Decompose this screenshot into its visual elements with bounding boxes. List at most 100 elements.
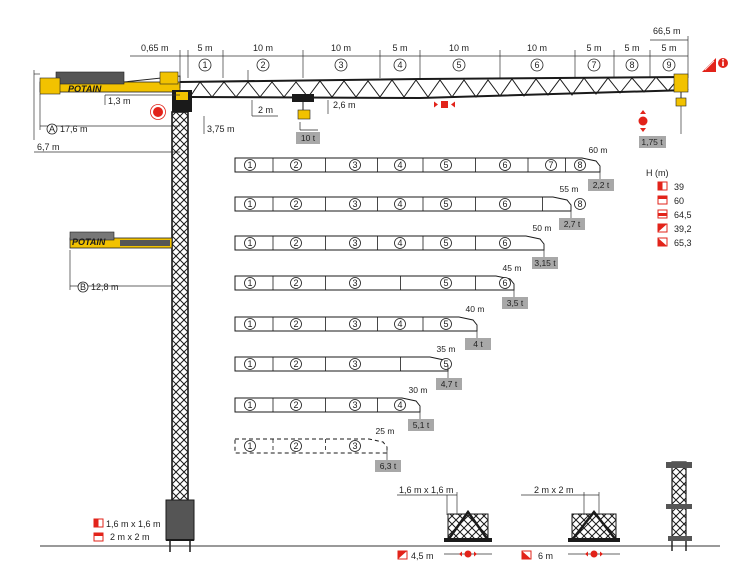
config-load-box	[559, 218, 585, 230]
section-number: 4	[397, 160, 402, 170]
tip-load-box	[639, 136, 666, 148]
dim-segment-0: 0,65 m	[141, 43, 169, 53]
mast-section-b-label: 2 m x 2 m	[110, 532, 150, 542]
dim-segment-3: 10 m	[331, 43, 351, 53]
section-number: 2	[293, 319, 298, 329]
section-circle	[394, 159, 406, 171]
section-number: 6	[502, 160, 507, 170]
section-circle	[349, 318, 361, 330]
section-number: 4	[397, 319, 402, 329]
dim-segment-8: 5 m	[624, 43, 639, 53]
config-load-box	[588, 179, 614, 191]
section-circle	[394, 399, 406, 411]
section-number: 5	[443, 199, 448, 209]
mast-section-a-label: 1,6 m x 1,6 m	[106, 519, 161, 529]
section-circle	[349, 237, 361, 249]
section-number: 5	[443, 359, 448, 369]
marker-a-letter: A	[49, 124, 55, 134]
section-circle	[349, 440, 361, 452]
section-number: 8	[577, 199, 582, 209]
config-load-label: 2,2 t	[593, 180, 610, 190]
chassis-b-width-label: 6 m	[538, 551, 553, 561]
section-number-2: 2	[260, 60, 265, 70]
section-circle	[394, 198, 406, 210]
section-number-7: 7	[591, 60, 596, 70]
section-number: 6	[502, 199, 507, 209]
config-load-label: 6,3 t	[380, 461, 397, 471]
marker-b-letter: B	[80, 282, 86, 292]
height-value-5: 65,3	[674, 238, 692, 248]
section-number: 4	[397, 238, 402, 248]
section-circle	[244, 399, 256, 411]
height-icon-4	[657, 223, 668, 233]
config-length-label: 30 m	[409, 385, 428, 395]
section-number: 1	[247, 238, 252, 248]
section-circle	[440, 237, 452, 249]
section-number: 6	[502, 238, 507, 248]
height-offset-label: 6,7 m	[37, 142, 60, 152]
section-circle	[440, 159, 452, 171]
dim-segment-6: 10 m	[527, 43, 547, 53]
mast	[165, 111, 195, 552]
config-frame	[234, 356, 449, 372]
config-load-label: 4 t	[473, 339, 483, 349]
section-circle	[244, 237, 256, 249]
section-number-6: 6	[534, 60, 539, 70]
section-number-1: 1	[202, 60, 207, 70]
cabin	[172, 90, 192, 112]
top-dimension-line	[130, 36, 689, 78]
height-title: H (m)	[646, 168, 669, 178]
config-load-box	[532, 257, 558, 269]
section-circle	[349, 159, 361, 171]
section-number: 3	[352, 319, 357, 329]
wind-limit-icon	[702, 58, 716, 72]
config-load-box	[436, 378, 462, 390]
chassis-b-size-label: 2 m x 2 m	[534, 485, 574, 495]
section-circle	[290, 440, 302, 452]
section-number: 5	[443, 278, 448, 288]
section-number: 4	[397, 400, 402, 410]
mast-section-icon-b	[93, 532, 104, 542]
config-length-label: 35 m	[437, 344, 456, 354]
section-circle	[290, 198, 302, 210]
trolley	[292, 94, 318, 131]
section-number: 2	[293, 359, 298, 369]
section-number: 5	[443, 238, 448, 248]
section-number: 1	[247, 441, 252, 451]
section-number: 2	[293, 199, 298, 209]
config-length-label: 60 m	[589, 145, 608, 155]
section-circle	[349, 358, 361, 370]
height-icon-3	[657, 209, 668, 219]
marker-b-circle	[77, 281, 89, 293]
section-circle	[349, 198, 361, 210]
section-number: 2	[293, 278, 298, 288]
dim-segment-7: 5 m	[586, 43, 601, 53]
config-frame	[234, 438, 388, 454]
section-circle	[290, 277, 302, 289]
chassis-a-width-label: 4,5 m	[411, 551, 434, 561]
section-number: 3	[352, 359, 357, 369]
jib-tip	[673, 73, 689, 134]
marker-a-circle	[46, 123, 58, 135]
config-frame	[234, 235, 545, 251]
config-load-box	[502, 297, 528, 309]
section-circle	[290, 237, 302, 249]
config-load-box	[465, 338, 491, 350]
section-number: 2	[293, 238, 298, 248]
dim-segment-2: 10 m	[253, 43, 273, 53]
section-number: 7	[548, 160, 553, 170]
config-load-label: 2,7 t	[564, 219, 581, 229]
chassis-a-slew-icon	[459, 550, 477, 558]
section-number: 3	[352, 238, 357, 248]
section-number: 2	[293, 441, 298, 451]
section-number: 2	[293, 160, 298, 170]
total-length-label: 66,5 m	[653, 26, 681, 36]
section-circle	[545, 159, 557, 171]
chassis-b-slew-icon	[585, 550, 603, 558]
section-number-3: 3	[338, 60, 343, 70]
mast-section-icon-a	[93, 518, 104, 528]
section-number: 1	[247, 400, 252, 410]
